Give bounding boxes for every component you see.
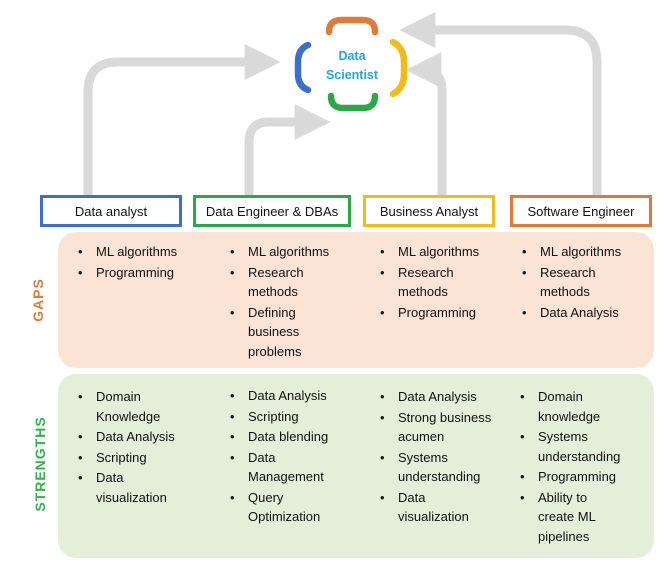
arrow-data-analyst <box>83 44 281 195</box>
emblem-left-blue <box>294 41 312 94</box>
center-label: Data Scientist <box>320 47 384 85</box>
list-item: Systems understanding <box>372 448 494 487</box>
list-item: Data visualization <box>372 488 478 527</box>
list-item: Query Optimization <box>222 488 338 527</box>
list-item: Data Analysis <box>70 427 200 447</box>
list-item: Data Management <box>222 448 338 487</box>
strengths-list-data-engineer: Data Analysis Scripting Data blending Da… <box>222 386 352 528</box>
list-item: Data blending <box>222 427 352 447</box>
list-item: Data visualization <box>70 468 176 507</box>
list-item: Data Analysis <box>222 386 352 406</box>
list-item: Programming <box>372 303 502 323</box>
role-box-software-engineer: Software Engineer <box>510 195 652 227</box>
list-item: Programming <box>70 263 200 283</box>
role-box-business-analyst: Business Analyst <box>363 195 495 227</box>
list-item: Domain Knowledge <box>70 387 166 426</box>
list-item: Domain knowledge <box>512 387 618 426</box>
list-item: Research methods <box>222 263 318 302</box>
strengths-list-software-engineer: Domain knowledge Systems understanding P… <box>512 387 648 547</box>
list-item: Defining business problems <box>222 303 318 362</box>
arrow-software-engineer <box>399 12 602 195</box>
gaps-list-business-analyst: ML algorithms Research methods Programmi… <box>372 242 502 323</box>
gaps-list-software-engineer: ML algorithms Research methods Data Anal… <box>514 242 644 323</box>
list-item: ML algorithms <box>514 242 644 262</box>
center-label-line1: Data <box>338 49 366 63</box>
strengths-list-data-analyst: Domain Knowledge Data Analysis Scripting… <box>70 387 200 508</box>
list-item: Programming <box>512 467 648 487</box>
list-item: ML algorithms <box>372 242 502 262</box>
emblem-bottom-green <box>327 92 379 112</box>
role-box-data-engineer: Data Engineer & DBAs <box>193 195 351 227</box>
list-item: Data Analysis <box>372 387 504 407</box>
role-box-data-analyst: Data analyst <box>40 195 182 227</box>
list-item: Research methods <box>372 263 468 302</box>
list-item: Research methods <box>514 263 610 302</box>
emblem-top-orange <box>325 16 379 36</box>
list-item: Ability to create ML pipelines <box>512 488 610 547</box>
list-item: Systems understanding <box>512 427 634 466</box>
list-item: Scripting <box>70 448 200 468</box>
gaps-list-data-engineer: ML algorithms Research methods Defining … <box>222 242 350 362</box>
list-item: Strong business acumen <box>372 408 502 447</box>
arrow-data-engineer <box>244 104 331 195</box>
arrow-business-analyst <box>405 52 447 195</box>
gaps-list-data-analyst: ML algorithms Programming <box>70 242 200 283</box>
list-item: ML algorithms <box>222 242 350 262</box>
list-item: Scripting <box>222 407 352 427</box>
list-item: Data Analysis <box>514 303 644 323</box>
strengths-list-business-analyst: Data Analysis Strong business acumen Sys… <box>372 387 504 528</box>
list-item: ML algorithms <box>70 242 200 262</box>
center-label-line2: Scientist <box>325 68 379 82</box>
emblem-right-yellow <box>389 38 408 98</box>
